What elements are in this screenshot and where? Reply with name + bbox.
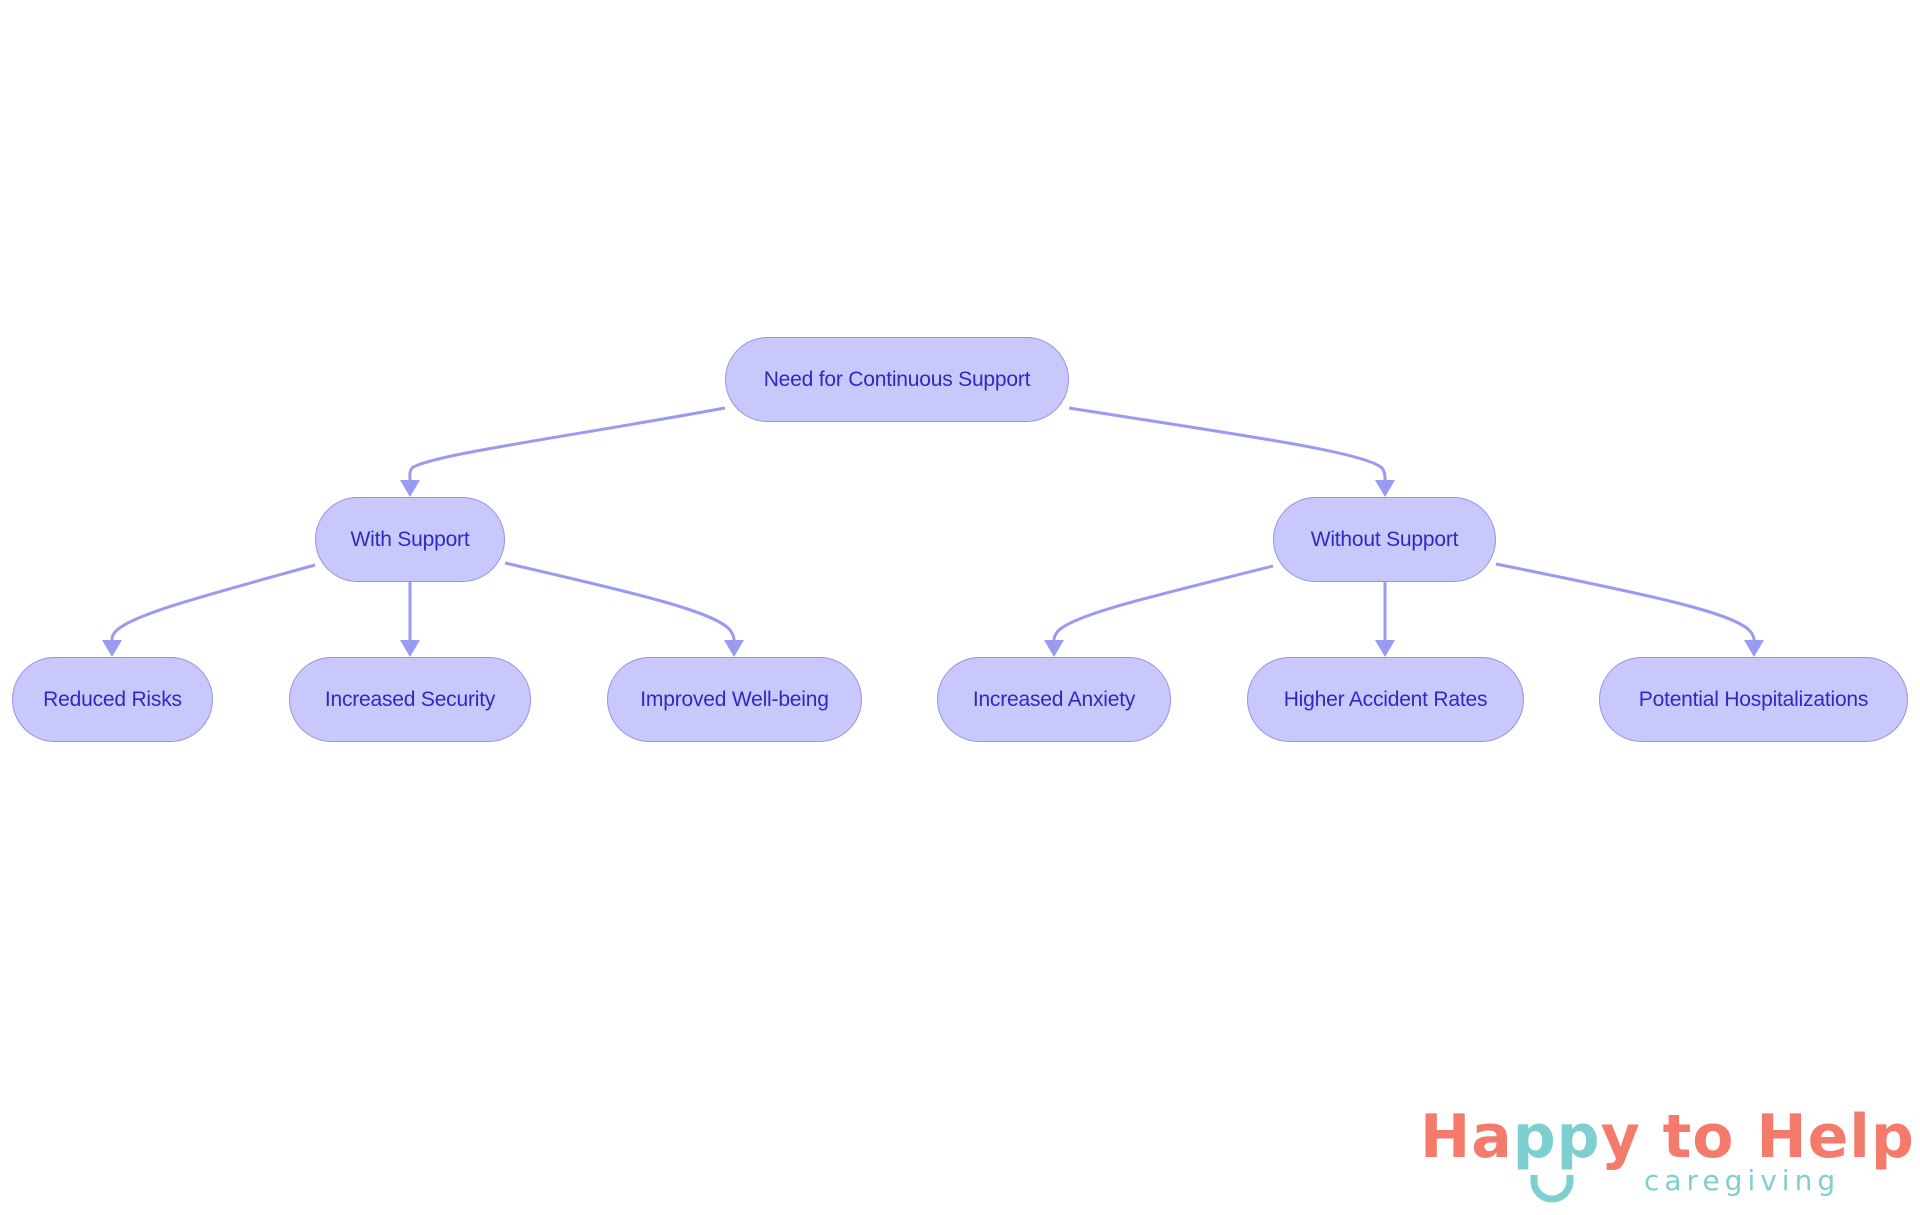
edge-root-with-support <box>408 406 726 481</box>
node-label: Improved Well-being <box>640 687 829 711</box>
node-root: Need for Continuous Support <box>725 337 1069 422</box>
logo-subtitle: caregiving <box>1644 1164 1841 1197</box>
node-reduced-risks: Reduced Risks <box>12 657 213 742</box>
logo-wordmark: Happy to Help <box>1420 1105 1915 1169</box>
arrowhead-icon <box>1375 640 1395 657</box>
arrowhead-icon <box>1375 480 1395 497</box>
node-label: Without Support <box>1310 527 1459 551</box>
node-label: Increased Security <box>324 687 496 711</box>
node-label: Higher Accident Rates <box>1283 687 1488 711</box>
arrowhead-icon <box>1044 640 1064 657</box>
node-with-support: With Support <box>315 497 505 582</box>
node-improved-wellbeing: Improved Well-being <box>607 657 862 742</box>
node-label: Potential Hospitalizations <box>1638 687 1869 711</box>
node-label: Increased Anxiety <box>972 687 1136 711</box>
node-higher-accident-rates: Higher Accident Rates <box>1247 657 1524 742</box>
logo-part-ha: Ha <box>1420 1102 1513 1172</box>
arrowhead-icon <box>1744 640 1764 657</box>
arrowhead-icon <box>102 640 122 657</box>
edge-with-reduced-risks <box>110 563 316 641</box>
smile-icon <box>1530 1175 1574 1203</box>
node-label: With Support <box>350 527 470 551</box>
node-increased-anxiety: Increased Anxiety <box>937 657 1171 742</box>
node-increased-security: Increased Security <box>289 657 531 742</box>
node-label: Reduced Risks <box>43 687 182 711</box>
edge-without-potential-hosp <box>1495 562 1756 641</box>
arrowhead-icon <box>724 640 744 657</box>
node-without-support: Without Support <box>1273 497 1496 582</box>
node-label: Need for Continuous Support <box>763 367 1031 391</box>
logo-part-rest: y to Help <box>1600 1102 1915 1172</box>
edge-without-increased-anxiety <box>1052 564 1274 641</box>
arrowhead-icon <box>400 480 420 497</box>
edge-with-improved-wellbeing <box>504 561 736 641</box>
logo-part-pp: pp <box>1512 1102 1601 1172</box>
node-potential-hospitalizations: Potential Hospitalizations <box>1599 657 1908 742</box>
arrowhead-icon <box>400 640 420 657</box>
brand-logo: Happy to Help caregiving <box>1420 1105 1914 1205</box>
edge-root-without-support <box>1068 406 1387 481</box>
